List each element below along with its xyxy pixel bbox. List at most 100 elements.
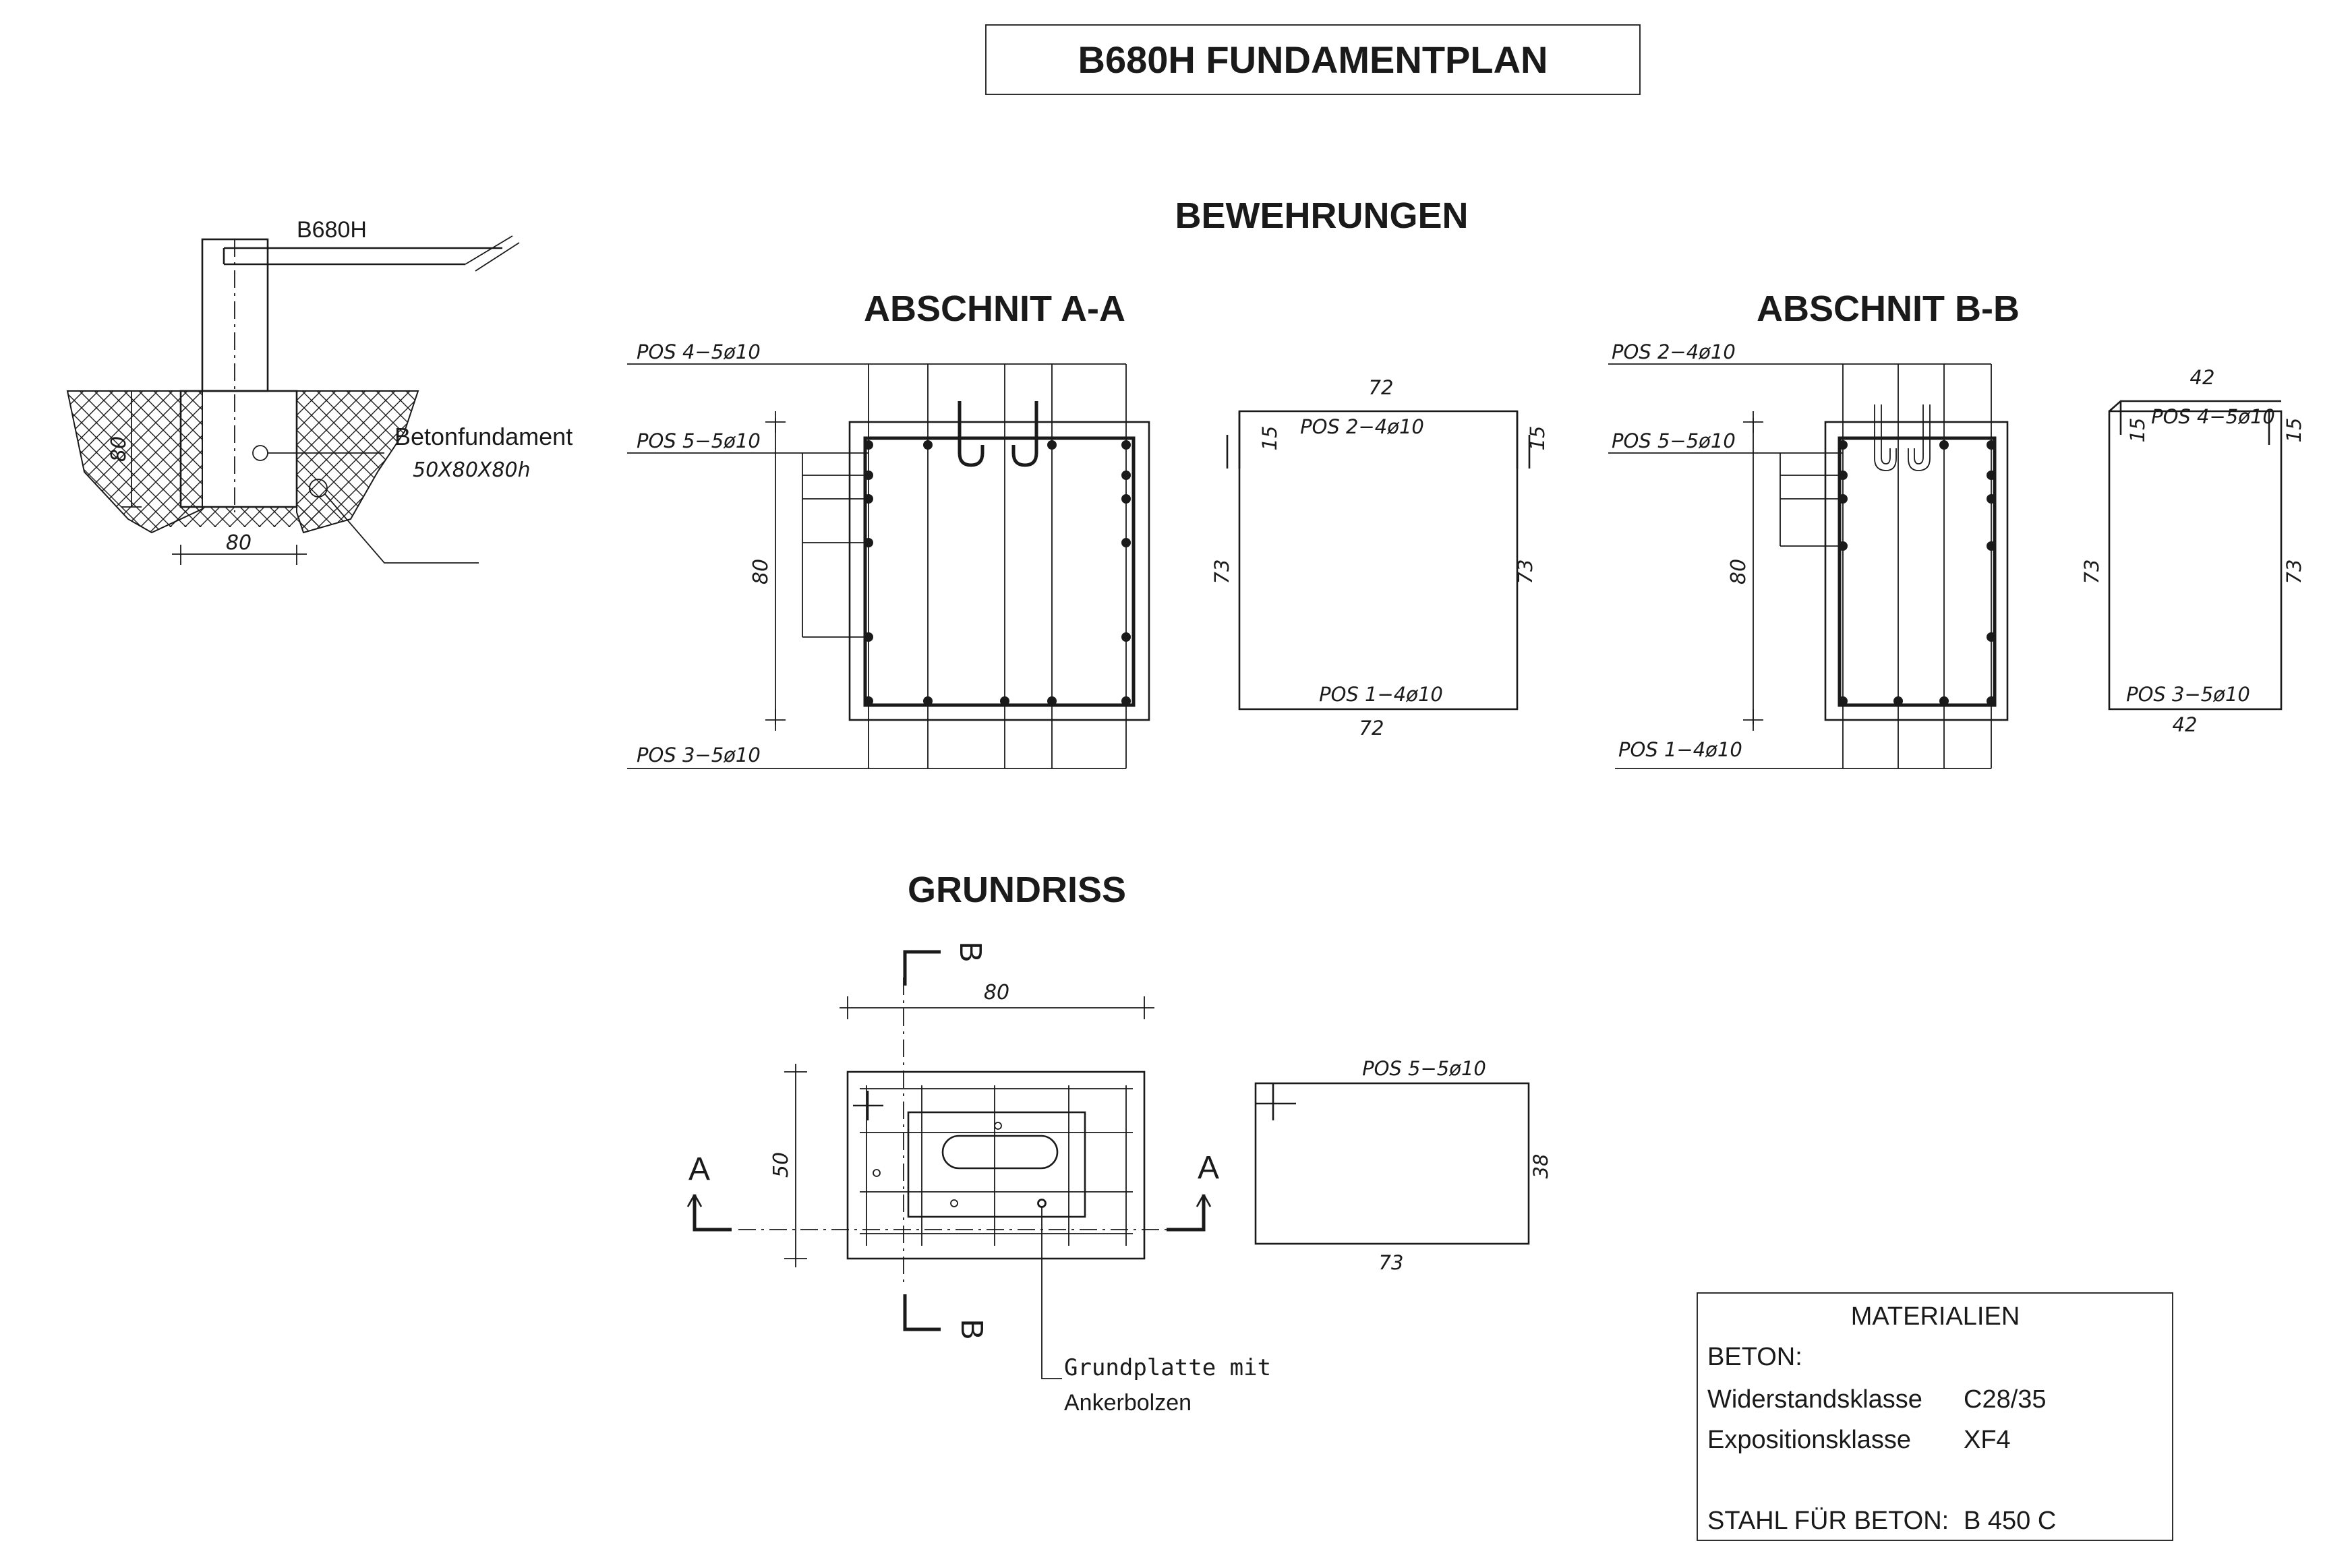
section-bb-bar-lines (1842, 364, 1992, 768)
barrier-arm (223, 247, 502, 266)
stirrup-aa-right-hook: 15 (1526, 426, 1549, 451)
dim-height-ticks (121, 390, 142, 508)
plan-dim-depth: 50 (769, 1152, 793, 1178)
elevation-dim-width: 80 (226, 531, 252, 555)
elevation-view: B680H Betonfundament 50X80X80h 80 80 (66, 217, 572, 565)
plan-corner-mark (853, 1091, 883, 1120)
anchor-circle (252, 445, 268, 461)
stirrup-bb-body (2108, 410, 2283, 711)
material-row-label: Widerstandsklasse (1707, 1385, 1922, 1414)
foundation-label: Betonfundament (394, 423, 572, 450)
stirrup-bb-top-width: 42 (2190, 366, 2215, 389)
stirrup-aa-hooks (1226, 435, 1531, 469)
marker-a-left-arrow (693, 1195, 732, 1232)
section-aa-outline (848, 421, 1150, 721)
marker-a-right: A (1198, 1150, 1219, 1186)
ring-lap-mark (1256, 1083, 1296, 1120)
plan-dim-depth-ticks (784, 1071, 807, 1259)
ring-detail: POS 5−5ø10 38 73 (1254, 1057, 1552, 1274)
plan-dim-width: 80 (984, 981, 1009, 1004)
plan-outline (846, 1071, 1146, 1260)
stirrup-bb-left-hook: 15 (2126, 418, 2149, 443)
base-plate-slot (941, 1135, 1059, 1170)
foundation-size: 50X80X80h (413, 458, 531, 482)
section-bb-hook-right-inner (1914, 404, 1924, 464)
plan-view: B B A A 80 50 Grundplatte mit Ankerbolze… (686, 942, 1271, 1416)
marker-b-top: B (953, 942, 989, 963)
section-bb-pos-side: POS 5−5ø10 (1612, 429, 1736, 452)
stirrup-aa-right-height: 73 (1514, 560, 1537, 584)
stirrup-bb-bottom-label: POS 3−5ø10 (2126, 683, 2250, 706)
stirrup-bb-top (2109, 400, 2281, 435)
stirrup-aa-left-hook: 15 (1258, 426, 1281, 451)
material-row-label: Expositionsklasse (1707, 1426, 1911, 1454)
section-bb-hook-right-outer (1908, 404, 1931, 471)
section-aa-dim-ticks (765, 411, 786, 731)
section-bb-pos-top: POS 2−4ø10 (1612, 340, 1736, 363)
marker-a-right-arrow (1167, 1195, 1206, 1232)
marker-a-right-head (1196, 1194, 1212, 1207)
stirrup-aa-bottom-label: POS 1−4ø10 (1319, 683, 1443, 706)
section-bb-hook-left-inner (1881, 404, 1891, 464)
section-aa-pos-bottom: POS 3−5ø10 (637, 744, 761, 766)
materials-heading: MATERIALIEN (1851, 1302, 2020, 1331)
barrier-label: B680H (297, 217, 367, 243)
stirrup-aa-bottom-width: 72 (1359, 717, 1384, 740)
elevation-dim-height: 80 (107, 436, 131, 462)
stirrup-bb-left-height: 73 (2080, 560, 2103, 584)
ring-bottom: 73 (1379, 1251, 1404, 1274)
soil-bottom (169, 507, 324, 527)
marker-b-bottom: B (955, 1319, 990, 1340)
title-frame (985, 24, 1641, 95)
section-bb-stirrup (1837, 436, 1997, 707)
plan-dim-width-ticks (847, 996, 1145, 1019)
section-aa-pos-side: POS 5−5ø10 (637, 429, 761, 452)
section-aa-dim-height: 80 (749, 559, 773, 584)
section-bb-heading: ABSCHNIT B-B (1757, 289, 2020, 329)
section-aa: POS 4−5ø10 POS 5−5ø10 POS 3−5ø10 80 (627, 340, 1150, 769)
plan-heading: GRUNDRISS (908, 870, 1126, 910)
marker-b-top-arrow (903, 950, 941, 986)
marker-a-left: A (688, 1151, 710, 1187)
ring-side: 38 (1529, 1154, 1552, 1179)
section-aa-side-bars (802, 453, 869, 638)
section-aa-hook-right (1011, 401, 1038, 467)
stirrup-bb-top-label: POS 4−5ø10 (2151, 405, 2275, 428)
material-row-value: C28/35 (1964, 1385, 2047, 1414)
baseplate-label-1: Grundplatte mit (1064, 1354, 1271, 1381)
stirrup-aa-top-width: 72 (1369, 376, 1394, 399)
soil-circle (309, 479, 328, 497)
materials-frame (1697, 1292, 2173, 1541)
stirrup-bb-right-hook: 15 (2283, 418, 2305, 443)
base-plate (907, 1111, 1086, 1218)
stirrup-aa-left-height: 73 (1210, 560, 1233, 584)
steel-label: STAHL FÜR BETON: (1707, 1507, 1949, 1535)
section-aa-hook-left (958, 401, 984, 467)
marker-a-left-head (686, 1194, 703, 1207)
materials-table: MATERIALIEN BETON: Widerstandsklasse C28… (1697, 1292, 2173, 1541)
anchor-bolts (873, 1122, 1046, 1207)
section-bb-dim-height: 80 (1727, 559, 1751, 584)
stirrup-bb-bottom-width: 42 (2173, 713, 2198, 736)
dim-width-ticks (180, 545, 297, 565)
stirrup-bb-right-height: 73 (2283, 560, 2305, 584)
baseplate-leader (1041, 1207, 1062, 1379)
material-row-value: XF4 (1964, 1426, 2011, 1454)
ring-label: POS 5−5ø10 (1362, 1057, 1486, 1080)
page-title: B680H FUNDAMENTPLAN (1078, 38, 1548, 81)
stirrup-aa-body (1238, 411, 1519, 711)
stirrup-bb: 42 POS 4−5ø10 15 15 73 73 POS 3−5ø10 42 (2080, 366, 2305, 736)
section-aa-pos-top: POS 4−5ø10 (637, 340, 761, 363)
title-block: B680H FUNDAMENTPLAN (985, 24, 1641, 95)
section-bb-outline (1824, 421, 2009, 721)
steel-value: B 450 C (1964, 1507, 2056, 1535)
section-bb-dim-ticks (1743, 411, 1763, 731)
plan-bars-horizontal (860, 1088, 1133, 1234)
section-aa-heading: ABSCHNIT A-A (864, 289, 1125, 329)
section-bb-rebar-dots (1838, 440, 1996, 706)
baseplate-label-2: Ankerbolzen (1064, 1390, 1192, 1416)
plan-bars-vertical (866, 1085, 1127, 1246)
stirrup-aa: 72 POS 2−4ø10 15 15 73 73 POS 1−4ø10 72 (1210, 376, 1549, 740)
section-bb-hook-left-outer (1874, 404, 1897, 471)
